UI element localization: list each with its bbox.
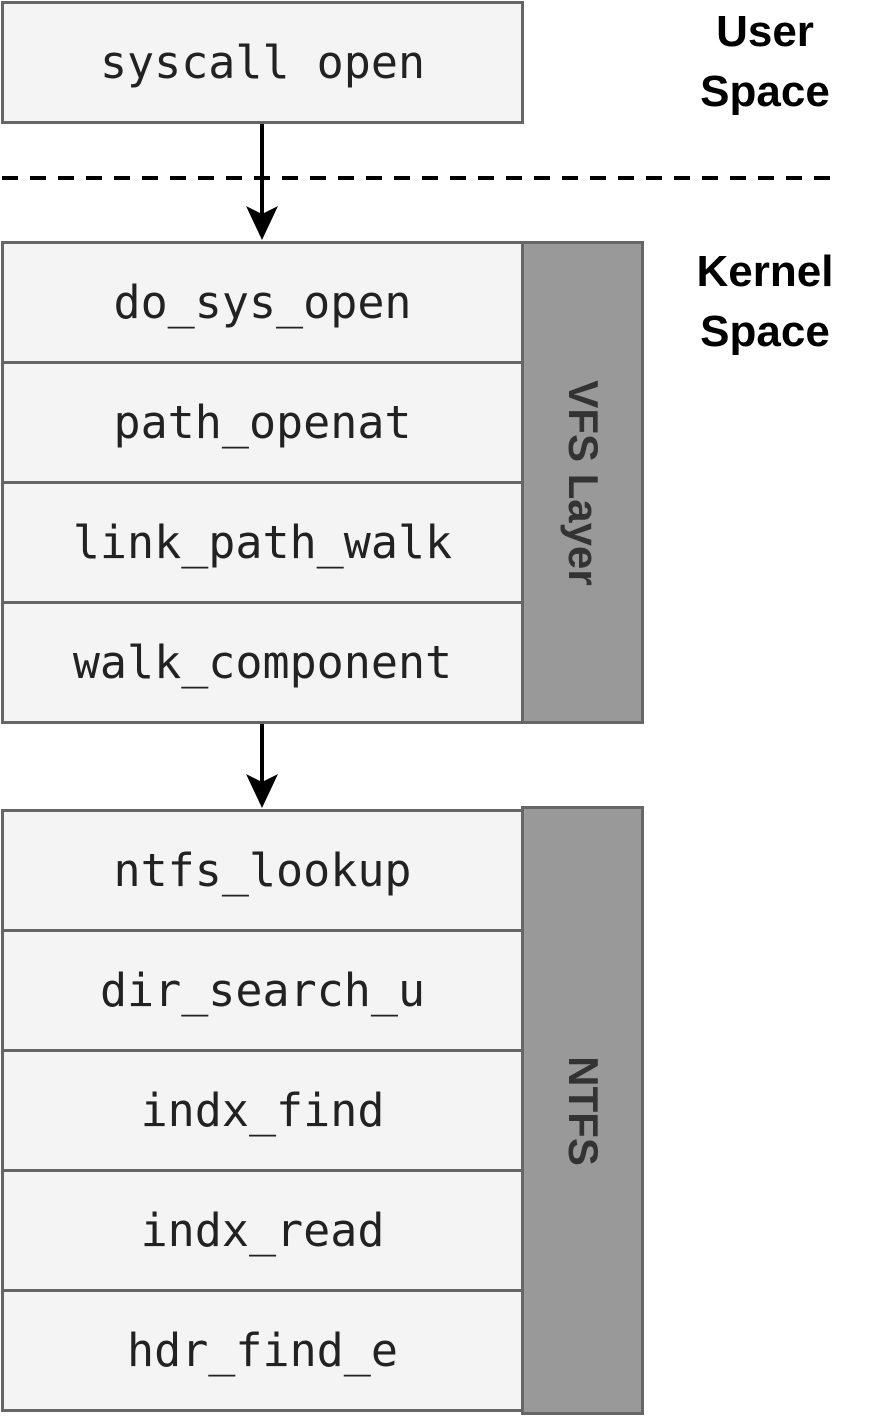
ntfs-function-box: hdr_find_e bbox=[1, 1289, 524, 1412]
user-space-label: User Space bbox=[680, 2, 850, 122]
ntfs-layer-bar: NTFS bbox=[521, 806, 644, 1415]
kernel-space-label-line1: Kernel bbox=[696, 247, 834, 296]
vfs-layer-label: VFS Layer bbox=[559, 379, 607, 586]
vfs-function-box: walk_component bbox=[1, 601, 524, 724]
user-space-label-line2: Space bbox=[700, 67, 830, 116]
ntfs-function-box: ntfs_lookup bbox=[1, 809, 524, 932]
user-space-label-line1: User bbox=[716, 7, 814, 56]
vfs-function-box: do_sys_open bbox=[1, 241, 524, 364]
kernel-space-label: Kernel Space bbox=[680, 242, 850, 362]
syscall-open-box: syscall open bbox=[1, 1, 524, 124]
vfs-function-box: link_path_walk bbox=[1, 481, 524, 604]
vfs-layer-bar: VFS Layer bbox=[521, 241, 644, 724]
kernel-space-label-line2: Space bbox=[700, 307, 830, 356]
ntfs-function-box: dir_search_u bbox=[1, 929, 524, 1052]
ntfs-layer-label: NTFS bbox=[559, 1055, 607, 1166]
ntfs-function-box: indx_read bbox=[1, 1169, 524, 1292]
ntfs-function-box: indx_find bbox=[1, 1049, 524, 1172]
vfs-function-box: path_openat bbox=[1, 361, 524, 484]
arrow-vfs-to-ntfs bbox=[246, 722, 278, 808]
arrow-syscall-to-vfs bbox=[246, 124, 278, 240]
